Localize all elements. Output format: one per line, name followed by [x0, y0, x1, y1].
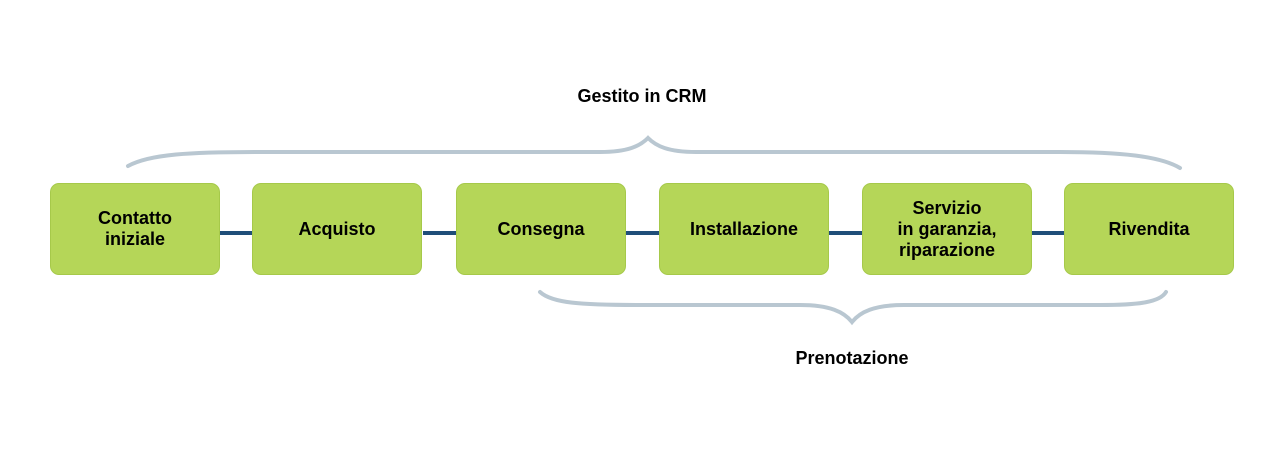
bottom-brace [538, 290, 1168, 326]
step-label: Acquisto [298, 218, 376, 239]
step-label: Contatto iniziale [98, 208, 172, 249]
step-rivendita: Rivendita [1064, 183, 1234, 275]
step-label: Consegna [497, 219, 585, 239]
step-label: Installazione [689, 218, 799, 239]
bottom-brace-label: Prenotazione [795, 348, 909, 368]
step-label: Rivendita [1108, 218, 1190, 239]
connector-5-6 [1032, 231, 1064, 235]
step-installazione: Installazione [659, 183, 829, 275]
step-label: Servizio in garanzia, riparazione [897, 197, 997, 260]
step-servizio-garanzia-riparazione: Servizio in garanzia, riparazione [862, 183, 1032, 275]
connector-1-2 [220, 231, 252, 235]
top-brace-label: Gestito in CRM [577, 86, 707, 106]
connector-3-4 [626, 231, 659, 235]
connector-4-5 [829, 231, 862, 235]
step-acquisto: Acquisto [252, 183, 422, 275]
top-brace [126, 135, 1182, 170]
step-consegna: Consegna [456, 183, 626, 275]
step-contatto-iniziale: Contatto iniziale [50, 183, 220, 275]
connector-2-3 [423, 231, 456, 235]
